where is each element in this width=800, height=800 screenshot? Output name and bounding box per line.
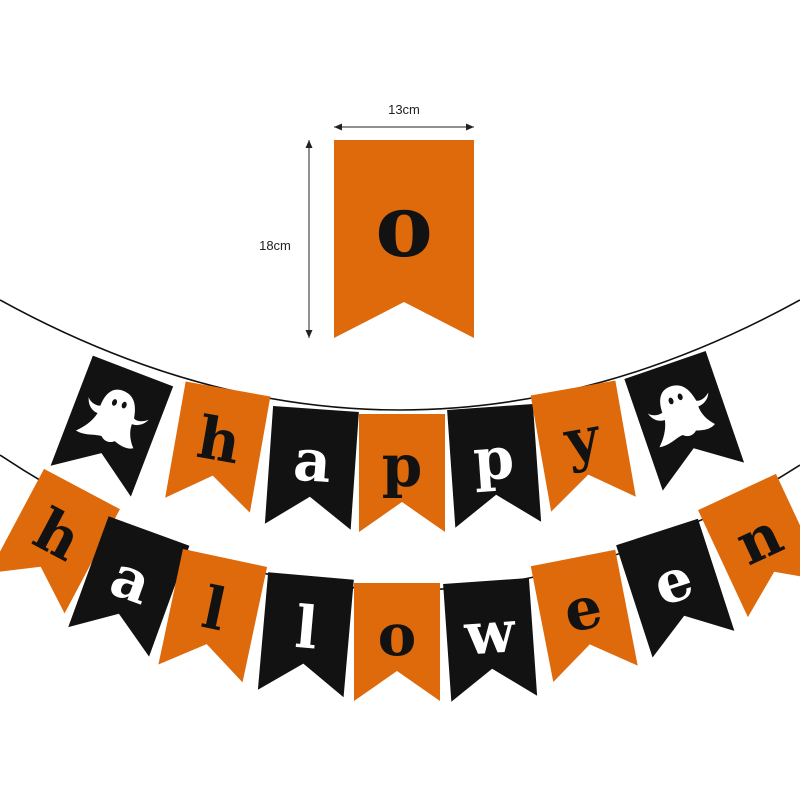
- ghost-body: [647, 385, 715, 448]
- pennant-letter: w: [461, 597, 519, 669]
- height-arrow-top-icon: [305, 140, 313, 148]
- width-arrow-right-icon: [466, 123, 474, 131]
- pennant-happy: p: [359, 414, 445, 532]
- banner-string-top: [0, 299, 800, 411]
- sample-pennant: o: [334, 140, 474, 338]
- ghost-body: [75, 389, 149, 449]
- pennant-letter: o: [378, 601, 417, 669]
- pennant-shape: [257, 572, 354, 698]
- pennant-shape: [443, 578, 538, 702]
- sample-pennant-letter: o: [375, 176, 432, 277]
- pennant-shape: [165, 381, 271, 513]
- pennant-shape: [616, 518, 735, 658]
- pennant-halloween: a: [68, 516, 190, 657]
- pennant-letter: p: [471, 424, 516, 495]
- pennant-shape: [0, 468, 120, 614]
- pennant-halloween: l: [257, 572, 354, 698]
- sample-pennant-shape: [334, 140, 474, 338]
- pennant-letter: a: [291, 426, 333, 496]
- ghost-icon: [647, 385, 715, 448]
- ghost-eye-right: [121, 401, 127, 409]
- width-dimension-label: 13cm: [388, 102, 420, 117]
- height-dimension-label: 18cm: [259, 238, 291, 253]
- ghost-eye-left: [111, 399, 118, 406]
- pennant-shape: [359, 414, 445, 532]
- ghost-eye-left: [668, 397, 674, 405]
- pennant-happy: [50, 355, 174, 497]
- pennant-shape: [354, 583, 440, 701]
- pennant-halloween: e: [616, 518, 735, 658]
- pennant-halloween: n: [698, 473, 800, 618]
- pennant-shape: [530, 380, 636, 512]
- pennant-happy: h: [165, 381, 271, 513]
- ghost-eye-right: [677, 393, 683, 401]
- ghost-icon: [75, 389, 149, 449]
- pennant-halloween: o: [354, 583, 440, 701]
- pennant-shape: [68, 516, 190, 657]
- pennant-shape: [158, 549, 268, 683]
- width-arrow-left-icon: [334, 123, 342, 131]
- pennant-shape: [264, 406, 359, 530]
- pennant-shape: [447, 404, 542, 528]
- pennant-halloween: w: [443, 578, 538, 702]
- pennant-halloween: h: [0, 468, 120, 614]
- pennant-letter: p: [382, 432, 423, 500]
- pennant-halloween: l: [158, 549, 268, 683]
- pennant-happy: y: [530, 380, 636, 512]
- pennant-happy: p: [447, 404, 542, 528]
- pennant-shape: [530, 549, 638, 683]
- height-dimension: 18cm: [259, 140, 313, 338]
- height-arrow-bottom-icon: [305, 330, 313, 338]
- pennant-shape: [698, 473, 800, 618]
- width-dimension: 13cm: [334, 102, 474, 131]
- pennant-halloween: e: [530, 549, 638, 683]
- pennant-happy: [624, 351, 745, 491]
- pennant-happy: a: [264, 406, 359, 530]
